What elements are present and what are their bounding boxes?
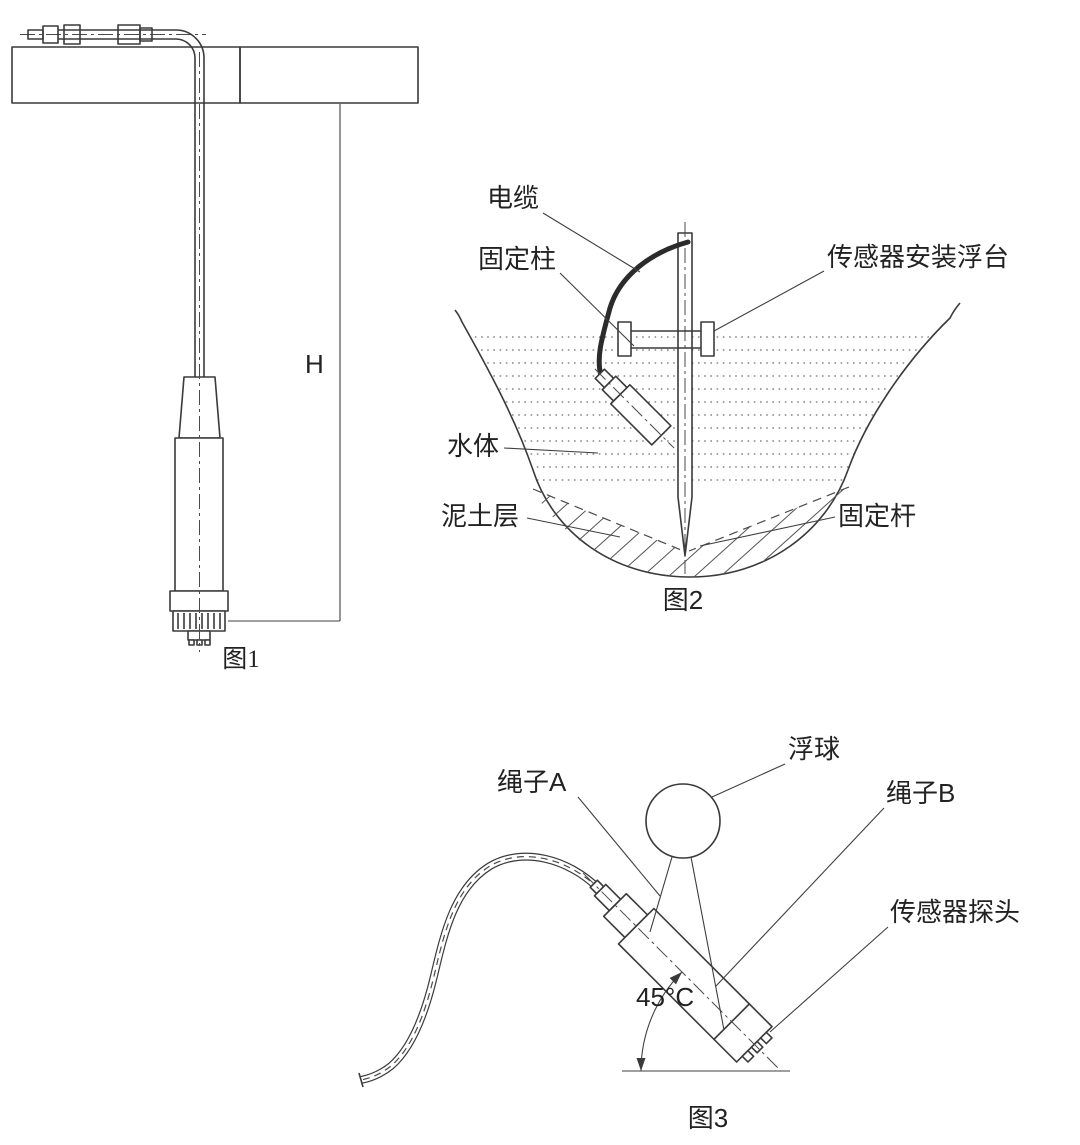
fig2-leader-float-platform [713, 270, 825, 332]
fig2-label-mud-layer: 泥土层 [441, 501, 519, 531]
fig2-cable [596, 239, 691, 379]
figure-3: 浮球 绳子A 绳子B 传感器探头 45°C 图3 [358, 734, 1020, 1133]
figure-2: 电缆 固定柱 传感器安装浮台 水体 泥土层 固定杆 图2 [441, 183, 1009, 615]
fig2-leader-fixing-rod [699, 516, 836, 547]
fig2-leader-cable [542, 212, 641, 273]
fig1-dimension-H [228, 104, 341, 622]
fig1-platform-right [239, 46, 419, 104]
fig3-label-rope-a: 绳子A [497, 767, 567, 797]
fig2-caption: 图2 [663, 585, 703, 615]
fig1-cable [20, 24, 206, 377]
fig2-water-lines [462, 336, 950, 481]
fig2-basin-outline [454, 302, 961, 578]
fig1-sensor [169, 376, 229, 646]
fig2-label-water: 水体 [447, 431, 499, 461]
figure-1: H 图1 [11, 24, 419, 673]
fig2-float-platform [617, 321, 715, 357]
fig2-leader-lines [503, 212, 836, 547]
fig2-label-fixing-rod: 固定杆 [838, 501, 916, 531]
fig3-leader-sensor-probe [769, 926, 889, 1033]
fig3-leader-rope-b [715, 807, 885, 987]
fig3-caption: 图3 [688, 1103, 728, 1133]
fig3-angle-label: 45°C [636, 982, 694, 1012]
fig3-rope-a [649, 856, 673, 933]
fig2-fixing-post-right [700, 321, 715, 357]
fig2-fixing-rod [677, 222, 693, 574]
fig2-sensor [594, 368, 675, 449]
fig1-platform-left [11, 46, 241, 104]
fig2-label-fixing-post: 固定柱 [478, 244, 556, 274]
fig3-angle-arrow-bottom [636, 1058, 646, 1071]
fig2-leader-fixing-post [559, 272, 635, 347]
fig3-label-sensor-probe: 传感器探头 [890, 897, 1020, 927]
fig3-label-float-ball: 浮球 [788, 734, 840, 764]
fig3-leader-rope-a [577, 796, 661, 897]
fig3-sensor [582, 872, 782, 1072]
fig3-label-rope-b: 绳子B [886, 778, 955, 808]
fig3-leader-lines [577, 763, 889, 1033]
fig3-float-ball [645, 783, 721, 859]
fig2-label-cable: 电缆 [487, 183, 539, 213]
fig2-leader-mud-layer [526, 517, 621, 538]
fig1-height-label: H [305, 349, 324, 379]
fig2-leader-water [503, 447, 599, 454]
fig2-label-float-platform: 传感器安装浮台 [827, 242, 1009, 272]
fig3-cable [358, 852, 602, 1088]
fig1-caption: 图1 [222, 646, 260, 673]
fig3-angle-arrow-top [669, 972, 682, 985]
fig2-fixing-post-left [617, 321, 632, 357]
fig3-leader-float-ball [711, 763, 786, 798]
fig3-rope-b [690, 856, 725, 1031]
